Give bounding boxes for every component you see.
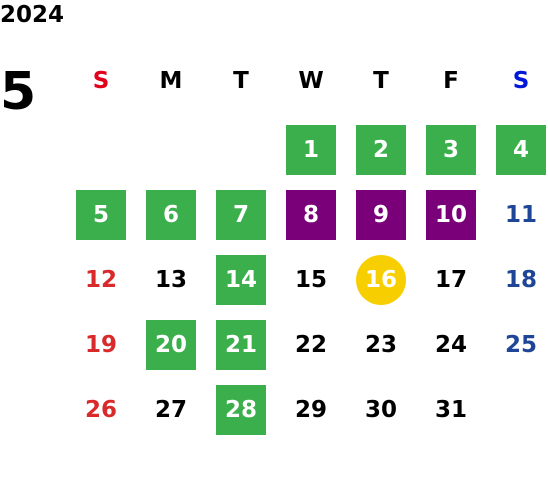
day-number: 29 (294, 397, 327, 423)
day-cell-2[interactable]: 2 (356, 125, 406, 175)
year-label: 2024 (0, 2, 65, 28)
day-number: 25 (504, 332, 537, 358)
day-number: 22 (294, 332, 327, 358)
day-cell-5[interactable]: 5 (76, 190, 126, 240)
day-cell-22[interactable]: 22 (286, 320, 336, 370)
day-number: 26 (84, 397, 117, 423)
day-number: 19 (84, 332, 117, 358)
weekday-label: T (373, 68, 389, 94)
weekday-label: F (443, 68, 459, 94)
day-cell-7[interactable]: 7 (216, 190, 266, 240)
day-number: 8 (302, 202, 319, 228)
day-cell-8[interactable]: 8 (286, 190, 336, 240)
day-number: 30 (364, 397, 397, 423)
day-cell-10[interactable]: 10 (426, 190, 476, 240)
day-number: 23 (364, 332, 397, 358)
day-number: 20 (154, 332, 187, 358)
day-number: 3 (442, 137, 459, 163)
day-cell-13[interactable]: 13 (146, 255, 196, 305)
day-number: 7 (232, 202, 249, 228)
day-cell-6[interactable]: 6 (146, 190, 196, 240)
day-number: 31 (434, 397, 467, 423)
day-cell-17[interactable]: 17 (426, 255, 476, 305)
day-number: 12 (84, 267, 117, 293)
weekday-label: W (298, 68, 324, 94)
day-number: 2 (372, 137, 389, 163)
day-cell-18[interactable]: 18 (496, 255, 546, 305)
day-number: 15 (294, 267, 327, 293)
day-cell-25[interactable]: 25 (496, 320, 546, 370)
day-cell-1[interactable]: 1 (286, 125, 336, 175)
day-cell-29[interactable]: 29 (286, 385, 336, 435)
day-number: 13 (154, 267, 187, 293)
day-cell-26[interactable]: 26 (76, 385, 126, 435)
day-cell-20[interactable]: 20 (146, 320, 196, 370)
day-cell-4[interactable]: 4 (496, 125, 546, 175)
day-cell-23[interactable]: 23 (356, 320, 406, 370)
day-cell-11[interactable]: 11 (496, 190, 546, 240)
day-cell-15[interactable]: 15 (286, 255, 336, 305)
day-number: 9 (372, 202, 389, 228)
day-number: 1 (302, 137, 319, 163)
day-number: 10 (434, 202, 467, 228)
day-cell-9[interactable]: 9 (356, 190, 406, 240)
day-cell-31[interactable]: 31 (426, 385, 476, 435)
day-number: 21 (224, 332, 257, 358)
day-number: 16 (364, 267, 397, 293)
day-number: 24 (434, 332, 467, 358)
day-cell-30[interactable]: 30 (356, 385, 406, 435)
day-number: 4 (512, 137, 529, 163)
weekday-label: M (159, 68, 183, 94)
weekday-label: T (233, 68, 249, 94)
day-cell-12[interactable]: 12 (76, 255, 126, 305)
day-number: 14 (224, 267, 257, 293)
day-number: 27 (154, 397, 187, 423)
day-cell-19[interactable]: 19 (76, 320, 126, 370)
day-cell-27[interactable]: 27 (146, 385, 196, 435)
day-cell-21[interactable]: 21 (216, 320, 266, 370)
day-number: 11 (504, 202, 537, 228)
day-cell-28[interactable]: 28 (216, 385, 266, 435)
day-cell-3[interactable]: 3 (426, 125, 476, 175)
weekday-label: S (92, 68, 110, 94)
day-number: 6 (162, 202, 179, 228)
day-cell-14[interactable]: 14 (216, 255, 266, 305)
day-number: 28 (224, 397, 257, 423)
day-number: 5 (92, 202, 109, 228)
day-number: 17 (434, 267, 467, 293)
month-label: 5 (0, 62, 37, 122)
weekday-label: S (512, 68, 530, 94)
day-cell-24[interactable]: 24 (426, 320, 476, 370)
day-cell-16[interactable]: 16 (356, 255, 406, 305)
day-number: 18 (504, 267, 537, 293)
